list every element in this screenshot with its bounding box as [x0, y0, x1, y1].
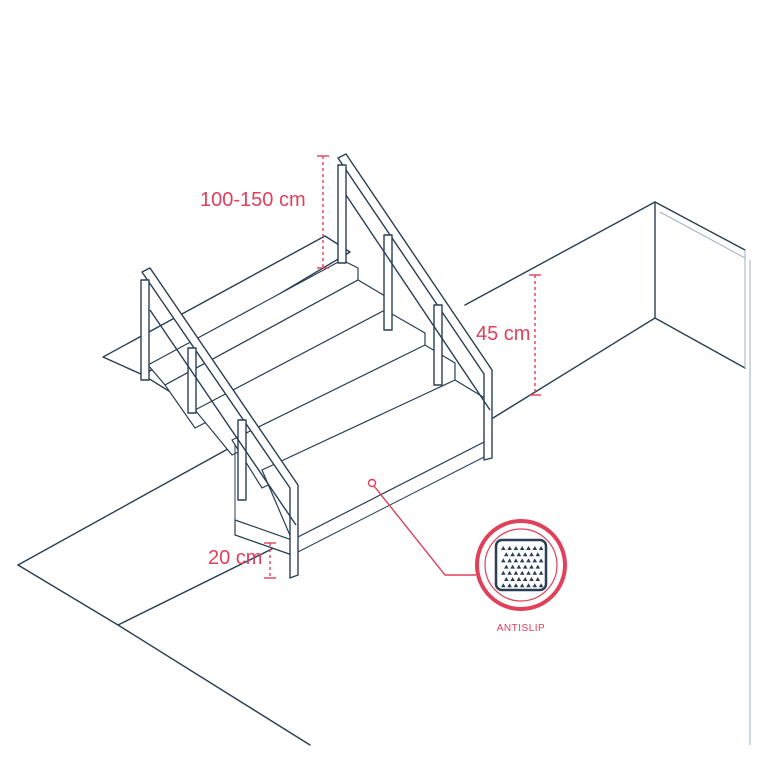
dimension-handrail-height: 100-150 cm	[200, 155, 329, 269]
antislip-callout: ANTISLIP	[367, 478, 567, 634]
antislip-pattern-icon	[494, 538, 548, 592]
callout-anchor-dot	[367, 478, 377, 488]
pool-wall	[464, 201, 751, 745]
callout-leader-line	[373, 485, 476, 576]
dimension-step-height: 20 cm	[208, 542, 276, 579]
antislip-label: ANTISLIP	[497, 623, 545, 634]
ground-outline	[17, 444, 311, 746]
dimension-wall-height: 45 cm	[476, 274, 541, 396]
handrail-left	[140, 267, 299, 579]
step-height-label: 20 cm	[208, 547, 262, 569]
handrail-right	[337, 153, 493, 461]
wall-height-label: 45 cm	[476, 323, 530, 345]
handrail-height-label: 100-150 cm	[200, 189, 306, 211]
